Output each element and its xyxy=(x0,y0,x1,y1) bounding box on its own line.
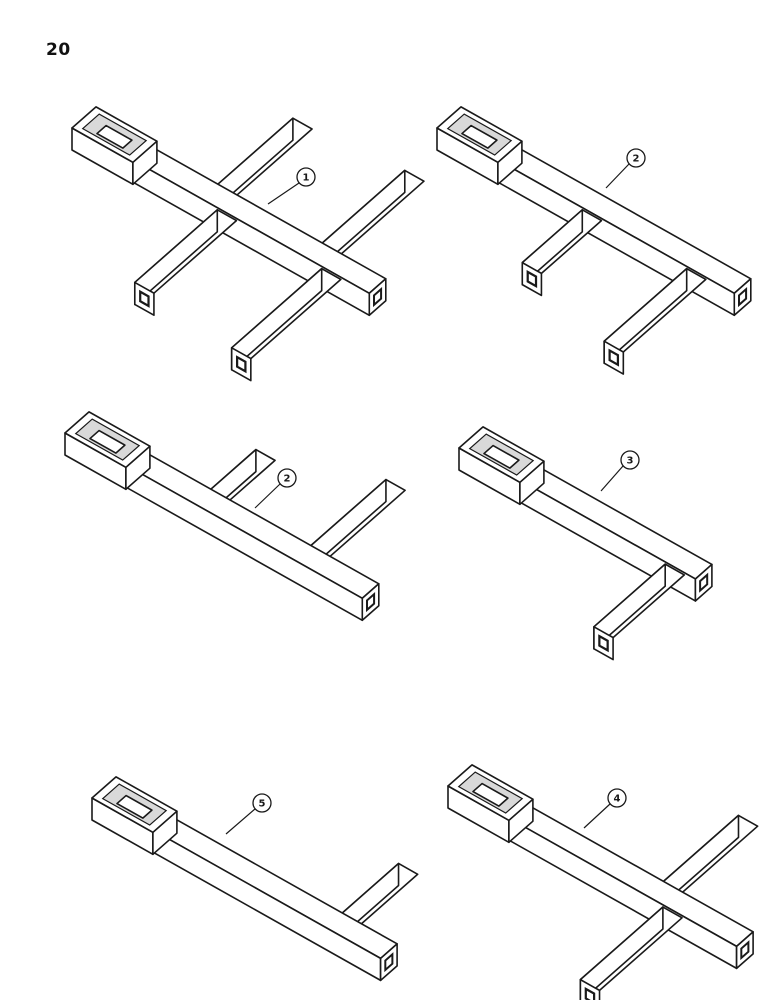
socket-floor xyxy=(96,124,133,149)
frame-figure: 5 xyxy=(91,776,419,982)
leader-line xyxy=(605,163,630,189)
socket-floor xyxy=(89,429,126,454)
tube-opening-inner xyxy=(385,953,393,971)
leader-line xyxy=(225,808,256,835)
callout-circle xyxy=(252,793,272,813)
leader-line xyxy=(583,803,611,829)
tube-opening-inner xyxy=(585,988,595,1000)
callout-number: 3 xyxy=(627,456,634,467)
socket-floor xyxy=(116,794,153,819)
callout-circle xyxy=(277,468,297,488)
leader-line xyxy=(267,182,300,205)
frame-figure: 2 xyxy=(436,106,752,375)
callout-circle xyxy=(296,167,316,187)
frame-figure: 4 xyxy=(447,764,759,1000)
callout-number: 4 xyxy=(614,794,621,805)
socket-floor xyxy=(472,782,509,807)
frame-figure: 2 xyxy=(64,411,406,622)
tube-opening-inner xyxy=(741,941,749,959)
callout-number: 5 xyxy=(259,799,266,810)
socket-floor xyxy=(483,444,520,469)
socket-floor xyxy=(461,124,498,149)
page-number: 20 xyxy=(46,40,71,60)
tube-opening-inner xyxy=(738,288,747,306)
leader-line xyxy=(254,483,281,509)
tube-opening-inner xyxy=(599,635,608,651)
tube-opening-inner xyxy=(699,574,708,591)
leader-line xyxy=(600,465,624,492)
callout-circle xyxy=(607,788,627,808)
callout-circle xyxy=(620,450,640,470)
frame-figure: 1 xyxy=(71,106,425,382)
callout-circle xyxy=(626,148,646,168)
tube-opening-inner xyxy=(140,291,149,307)
callout-number: 2 xyxy=(633,154,640,165)
callout-number: 1 xyxy=(303,173,310,184)
tube-top-face xyxy=(146,811,398,960)
tube-opening-inner xyxy=(373,288,382,306)
tube-side-face xyxy=(146,826,382,982)
tube-opening-inner xyxy=(237,356,246,372)
tube-top-face xyxy=(502,799,754,948)
frame-figure: 3 xyxy=(458,426,713,661)
tube-opening-inner xyxy=(609,350,618,365)
tube-opening-inner xyxy=(527,271,537,287)
callout-number: 2 xyxy=(284,474,291,485)
tube-opening-inner xyxy=(366,593,375,611)
